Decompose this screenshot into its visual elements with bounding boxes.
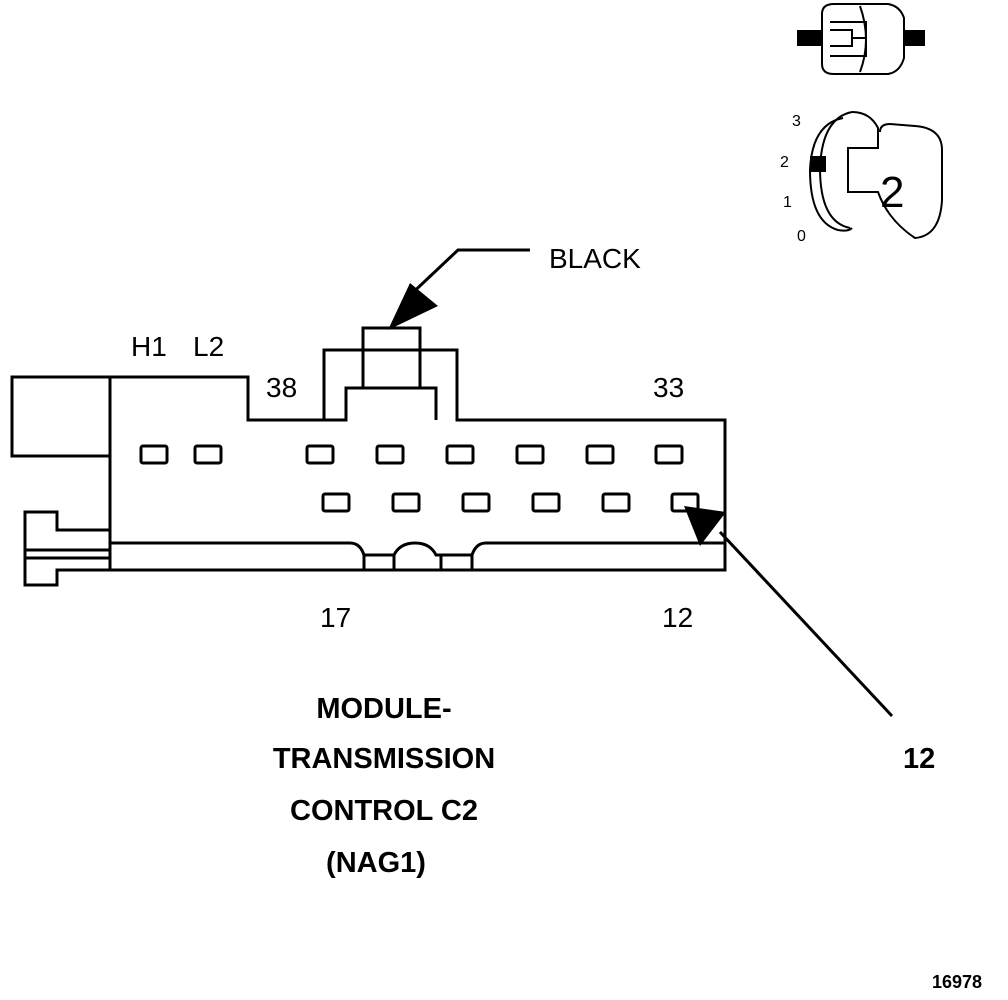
pin-label-38: 38	[266, 372, 297, 403]
key-position-icon	[808, 111, 943, 240]
cavity-row-top	[139, 444, 684, 465]
cavity-callout-label: 12	[903, 743, 935, 775]
cavity	[531, 492, 561, 513]
cavity	[391, 492, 421, 513]
key-position-marker	[810, 156, 826, 172]
title-line-2: TRANSMISSION	[273, 743, 495, 775]
title-line-1: MODULE-	[316, 693, 451, 725]
cavity	[601, 492, 631, 513]
connector-title: MODULE- TRANSMISSION CONTROL C2 (NAG1)	[273, 693, 495, 879]
pin-label-33: 33	[653, 372, 684, 403]
cavity-row-bottom	[321, 492, 700, 513]
connector-body	[10, 326, 727, 587]
key-number: 2	[880, 168, 904, 217]
cavity	[585, 444, 615, 465]
pin-label-12: 12	[662, 602, 693, 633]
cavity	[321, 492, 351, 513]
title-line-4: (NAG1)	[326, 847, 426, 879]
cavity	[305, 444, 335, 465]
key-position-0: 0	[797, 228, 806, 245]
figure-number: 16978	[932, 972, 982, 992]
key-position-2: 2	[780, 154, 789, 171]
color-label: BLACK	[549, 243, 641, 274]
pin-label-h1: H1	[131, 331, 167, 362]
black-leader-arrow	[388, 248, 530, 330]
cavity-12	[670, 492, 700, 513]
cavity	[445, 444, 475, 465]
pin-label-l2: L2	[193, 331, 224, 362]
cavity	[139, 444, 169, 465]
cavity	[375, 444, 405, 465]
cavity-12-leader-arrow	[684, 506, 894, 718]
cavity	[461, 492, 491, 513]
connector-top-view-icon	[797, 3, 925, 75]
key-position-3: 3	[792, 113, 801, 130]
cavity	[515, 444, 545, 465]
title-line-3: CONTROL C2	[290, 795, 478, 827]
cavity	[193, 444, 223, 465]
pin-label-17: 17	[320, 602, 351, 633]
cavity	[654, 444, 684, 465]
key-position-1: 1	[783, 194, 792, 211]
